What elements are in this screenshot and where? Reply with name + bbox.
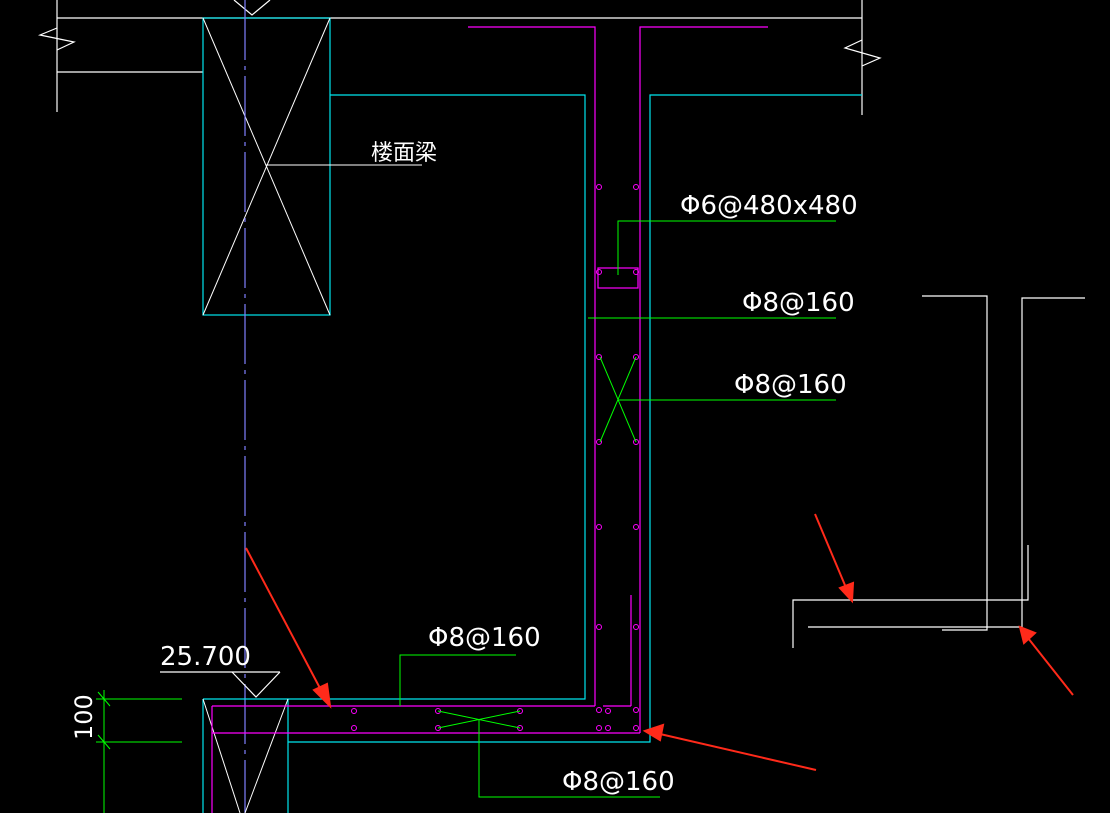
rebar-label-diag: Φ8@160 — [734, 370, 847, 400]
rebar-label-upper: Φ8@160 — [742, 288, 855, 318]
floor-beam-label: 楼面梁 — [371, 141, 437, 166]
concrete-outline — [202, 94, 862, 813]
rebar-dots — [351, 184, 639, 731]
elevation-marker — [160, 671, 281, 698]
elevation-label: 25.700 — [160, 642, 251, 672]
rebar-label-slab-bottom: Φ8@160 — [562, 767, 675, 797]
floor-beam-cross — [202, 17, 331, 316]
rebar-label-spacer: Φ6@480x480 — [680, 191, 858, 221]
rebar-lines — [211, 26, 768, 813]
top-slab-outline — [37, 0, 882, 115]
annotation-arrows — [245, 513, 1074, 771]
detail-sketch — [792, 295, 1085, 648]
lower-beam-cross — [202, 698, 289, 813]
leader-lines — [96, 220, 836, 813]
floor-beam-section — [202, 17, 331, 316]
top-marker — [233, 0, 271, 16]
dimension-label: 100 — [70, 694, 98, 740]
rebar-label-slab-top: Φ8@160 — [428, 623, 541, 653]
